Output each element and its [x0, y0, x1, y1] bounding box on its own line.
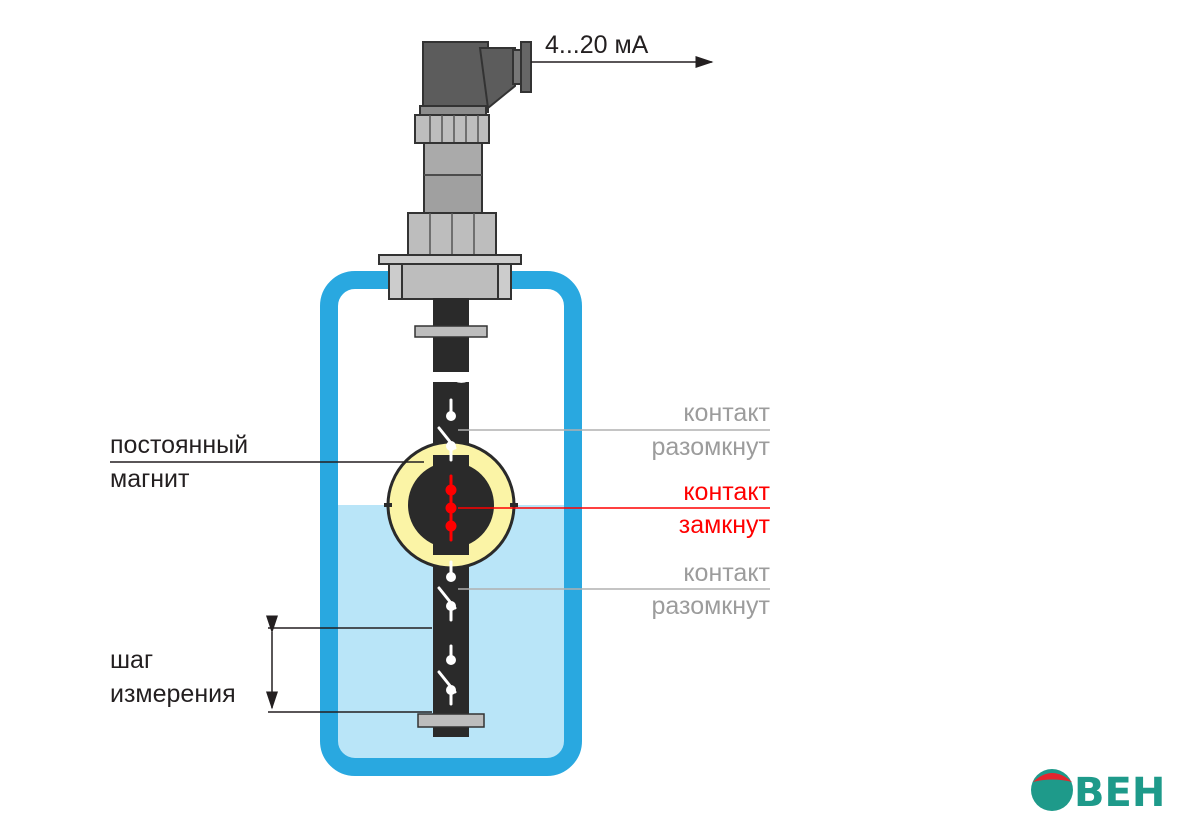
label-contact-closed-line2: замкнут	[679, 511, 771, 539]
leader-lines	[110, 56, 770, 713]
connector-body	[478, 47, 516, 110]
body-lower	[423, 174, 483, 214]
label-contact-open-bottom-line2: разомкнут	[652, 592, 771, 620]
upper-stop	[414, 325, 488, 338]
sensor-head	[378, 41, 532, 300]
label-contact-closed-line1: контакт	[683, 478, 770, 506]
label-magnet-line1: постоянный	[110, 431, 248, 459]
flange-inner	[401, 263, 499, 300]
label-magnet-line2: магнит	[110, 465, 190, 493]
signal-label: 4...20 мА	[545, 31, 649, 59]
connector-housing	[422, 41, 489, 113]
reed-switch-1	[437, 398, 457, 462]
label-contact-open-top-line1: контакт	[683, 399, 770, 427]
reed-switches	[437, 398, 457, 706]
knurled-ring	[414, 114, 490, 144]
logo: ВЕН	[1031, 769, 1165, 816]
logo-red-mark	[1033, 773, 1072, 782]
label-contact-open-bottom-line1: контакт	[683, 559, 770, 587]
label-contact-open-top-line2: разомкнут	[652, 433, 771, 461]
lower-stop	[417, 713, 485, 728]
label-step-line2: измерения	[110, 680, 236, 708]
connector-cap	[520, 41, 532, 93]
reed-switch-3	[437, 560, 457, 622]
body-upper	[423, 142, 483, 176]
logo-text: ВЕН	[1074, 770, 1165, 816]
connector-ring	[512, 49, 522, 85]
reed-switch-closed	[445, 474, 457, 542]
reed-switch-4	[437, 644, 457, 706]
rod-break	[428, 372, 474, 383]
flange-plate	[378, 254, 522, 265]
label-step-line1: шаг	[110, 646, 153, 674]
